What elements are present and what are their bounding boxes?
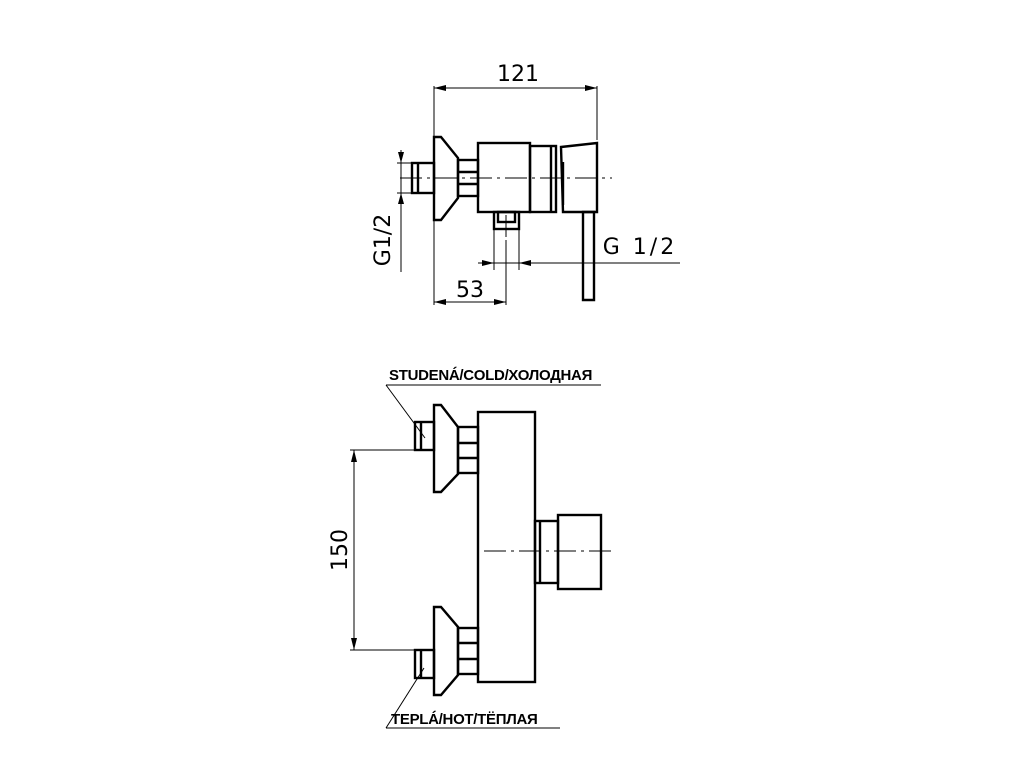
inlet-thread-dimension-text: G1/2	[371, 214, 396, 266]
side-lever-blade	[581, 210, 596, 302]
side-bonnet	[528, 144, 558, 214]
front-mixer-body	[476, 410, 537, 684]
cold-connection	[413, 403, 480, 494]
front-handle-cap	[556, 513, 603, 591]
side-view: 121 G1/2 53 G 1/2	[371, 62, 680, 305]
hot-connection	[413, 605, 480, 697]
width-dimension-text: 121	[497, 62, 539, 87]
front-bonnet	[533, 519, 560, 585]
offset-dimension-text: 53	[456, 278, 484, 303]
front-view: 150 STUDENÁ/COLD/ХОЛОДНАЯ TEPLÁ/HOT/TЁПЛ…	[328, 367, 612, 729]
cold-label: STUDENÁ/COLD/ХОЛОДНАЯ	[389, 367, 592, 384]
outlet-thread-dimension-text: G 1/2	[603, 235, 677, 260]
hot-label: TEPLÁ/HOT/TЁПЛАЯ	[391, 711, 537, 728]
spacing-dimension-text: 150	[328, 529, 353, 571]
